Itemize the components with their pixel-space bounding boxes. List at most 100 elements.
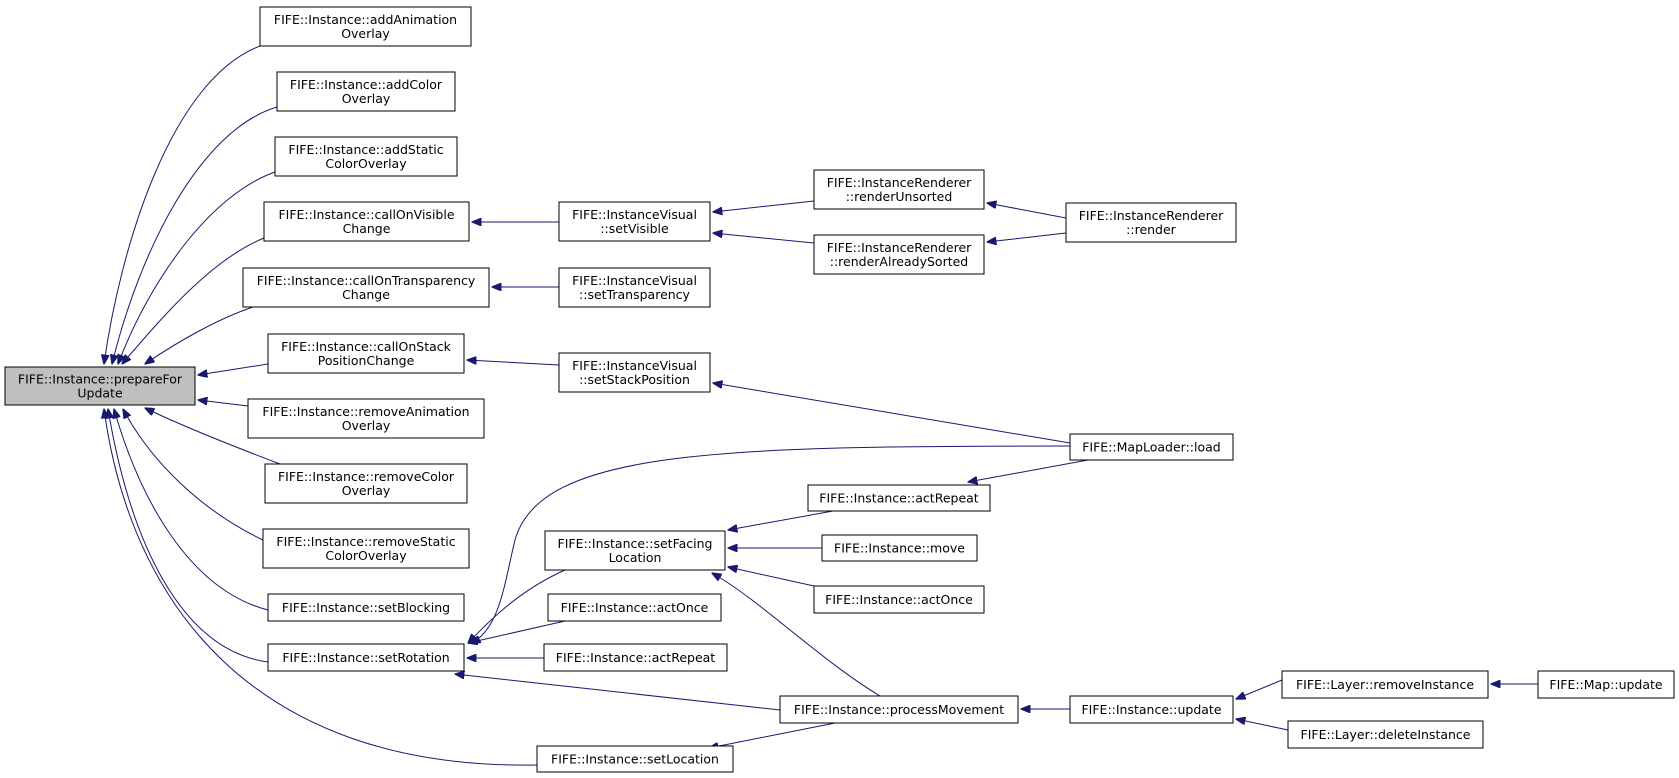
node-box[interactable]	[547, 593, 722, 622]
node-actRepeat2[interactable]: FIFE::Instance::actRepeat	[807, 484, 991, 512]
edge-line	[114, 409, 269, 611]
node-mapLoaderLoad[interactable]: FIFE::MapLoader::load	[1069, 433, 1234, 461]
node-renderAlreadySorted[interactable]: FIFE::InstanceRenderer::renderAlreadySor…	[813, 234, 985, 275]
edge-line	[709, 722, 836, 748]
node-renderUnsorted[interactable]: FIFE::InstanceRenderer::renderUnsorted	[813, 169, 985, 210]
node-setTransparency[interactable]: FIFE::InstanceVisual::setTransparency	[558, 267, 711, 308]
edge-processMovement-to-setFacingLocation	[712, 573, 881, 697]
node-box[interactable]	[267, 643, 465, 672]
node-box[interactable]	[813, 234, 985, 275]
node-move[interactable]: FIFE::Instance::move	[821, 534, 978, 562]
edges-layer	[104, 45, 1538, 766]
edge-addColorOverlay-to-prepareForUpdate	[112, 106, 278, 364]
node-box[interactable]	[1537, 670, 1675, 699]
edge-line	[104, 409, 538, 766]
node-setVisible[interactable]: FIFE::InstanceVisual::setVisible	[558, 201, 711, 242]
edge-removeColorOverlay-to-prepareForUpdate	[145, 408, 281, 465]
node-label-line: Location	[609, 550, 662, 565]
node-processMovement[interactable]: FIFE::Instance::processMovement	[779, 695, 1019, 724]
node-box[interactable]	[821, 534, 978, 562]
edge-actOnce1-to-setRotation	[468, 620, 566, 643]
edge-setStackPosition-to-callOnStackPositionChange	[467, 360, 560, 366]
node-label-line: FIFE::InstanceVisual	[572, 207, 697, 222]
node-actOnce2[interactable]: FIFE::Instance::actOnce	[813, 585, 985, 614]
node-box[interactable]	[247, 398, 485, 439]
node-box[interactable]	[262, 528, 470, 569]
edge-line	[123, 409, 264, 541]
edge-callOnVisibleChange-to-prepareForUpdate	[122, 237, 265, 364]
node-box[interactable]	[276, 71, 456, 112]
edge-processMovement-to-setRotation	[455, 674, 781, 711]
node-box[interactable]	[259, 6, 472, 47]
edge-setRotation-to-prepareForUpdate	[108, 409, 269, 663]
edge-line	[1236, 719, 1289, 731]
node-setStackPosition[interactable]: FIFE::InstanceVisual::setStackPosition	[558, 352, 711, 393]
node-box[interactable]	[1281, 670, 1489, 699]
node-box[interactable]	[242, 267, 490, 308]
node-label-line: FIFE::Instance::actRepeat	[556, 650, 716, 665]
node-box[interactable]	[558, 267, 711, 308]
node-box[interactable]	[274, 136, 458, 177]
node-box[interactable]	[267, 593, 465, 622]
edge-line	[728, 510, 834, 530]
edge-line	[712, 573, 881, 697]
node-label-line: FIFE::Layer::removeInstance	[1296, 677, 1474, 692]
edge-callOnStackPositionChange-to-prepareForUpdate	[198, 363, 269, 375]
node-deleteInstance[interactable]: FIFE::Layer::deleteInstance	[1287, 720, 1484, 749]
node-setRotation[interactable]: FIFE::Instance::setRotation	[267, 643, 465, 672]
node-setBlocking[interactable]: FIFE::Instance::setBlocking	[267, 593, 465, 622]
node-mapUpdate[interactable]: FIFE::Map::update	[1537, 670, 1675, 699]
node-box[interactable]	[779, 695, 1019, 724]
node-box[interactable]	[544, 530, 726, 571]
edge-line	[1236, 679, 1283, 699]
node-box[interactable]	[813, 585, 985, 614]
node-removeInstance[interactable]: FIFE::Layer::removeInstance	[1281, 670, 1489, 699]
node-update[interactable]: FIFE::Instance::update	[1069, 695, 1234, 724]
node-label-line: Overlay	[341, 26, 390, 41]
node-box[interactable]	[536, 745, 734, 773]
node-label-line: FIFE::InstanceVisual	[572, 358, 697, 373]
node-actRepeat1[interactable]: FIFE::Instance::actRepeat	[543, 643, 728, 672]
node-box[interactable]	[543, 643, 728, 672]
edge-line	[713, 383, 1071, 444]
node-label-line: Change	[342, 287, 390, 302]
edge-removeAnimationOverlay-to-prepareForUpdate	[198, 400, 249, 407]
node-box[interactable]	[558, 352, 711, 393]
node-box[interactable]	[4, 366, 196, 406]
edge-line	[471, 445, 1071, 643]
node-box[interactable]	[1065, 202, 1237, 243]
node-box[interactable]	[1069, 433, 1234, 461]
node-setLocation[interactable]: FIFE::Instance::setLocation	[536, 745, 734, 773]
node-label-line: FIFE::InstanceRenderer	[1079, 208, 1224, 223]
node-label-line: FIFE::InstanceRenderer	[827, 175, 972, 190]
node-label-line: FIFE::Instance::callOnStack	[281, 339, 452, 354]
node-box[interactable]	[263, 201, 470, 242]
node-label-line: Change	[343, 221, 391, 236]
node-label-line: ::setTransparency	[579, 287, 691, 302]
node-label-line: FIFE::Layer::deleteInstance	[1301, 727, 1471, 742]
node-box[interactable]	[807, 484, 991, 512]
edge-processMovement-to-setLocation	[709, 722, 836, 748]
node-box[interactable]	[813, 169, 985, 210]
node-label-line: FIFE::Instance::setBlocking	[282, 600, 450, 615]
node-box[interactable]	[267, 333, 465, 374]
node-render[interactable]: FIFE::InstanceRenderer::render	[1065, 202, 1237, 243]
node-label-line: ColorOverlay	[325, 156, 407, 171]
node-box[interactable]	[1287, 720, 1484, 749]
edge-renderUnsorted-to-setVisible	[713, 200, 815, 212]
node-box[interactable]	[558, 201, 711, 242]
node-box[interactable]	[1069, 695, 1234, 724]
node-actOnce1[interactable]: FIFE::Instance::actOnce	[547, 593, 722, 622]
node-callOnStackPositionChange[interactable]: FIFE::Instance::callOnStackPositionChang…	[267, 333, 465, 374]
node-box[interactable]	[264, 463, 468, 504]
